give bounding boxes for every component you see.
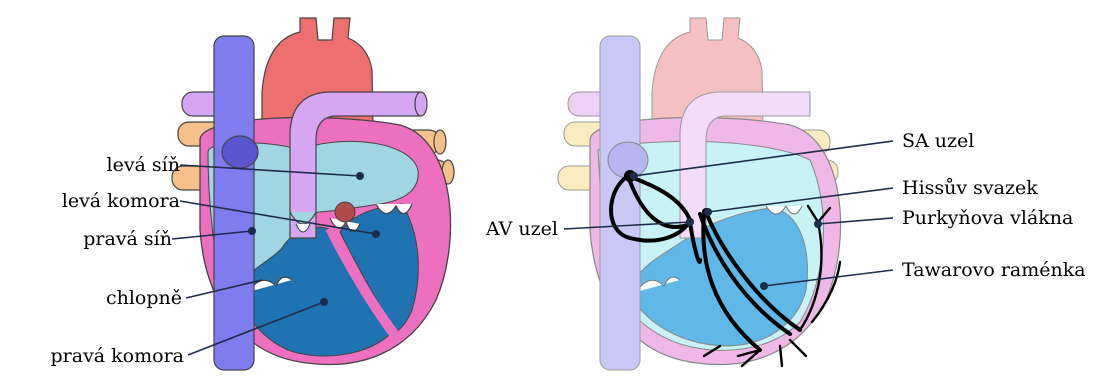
- label-right-atrium: pravá síň: [83, 228, 172, 250]
- left-heart-anatomy: [172, 18, 454, 370]
- vena-cava-faded: [600, 36, 640, 370]
- label-bundle-branches: Tawarovo raménka: [902, 259, 1086, 281]
- label-sa-node: SA uzel: [902, 130, 974, 152]
- label-av-node: AV uzel: [485, 218, 558, 240]
- label-valves: chlopně: [106, 287, 182, 309]
- label-left-atrium: levá síň: [107, 154, 181, 176]
- label-right-ventricle: pravá komora: [51, 345, 185, 367]
- label-purkinje-fibers: Purkyňova vlákna: [902, 207, 1073, 229]
- label-his-bundle: Hissův svazek: [902, 177, 1038, 199]
- right-heart-conduction: [558, 18, 841, 370]
- label-left-ventricle: levá komora: [62, 190, 180, 212]
